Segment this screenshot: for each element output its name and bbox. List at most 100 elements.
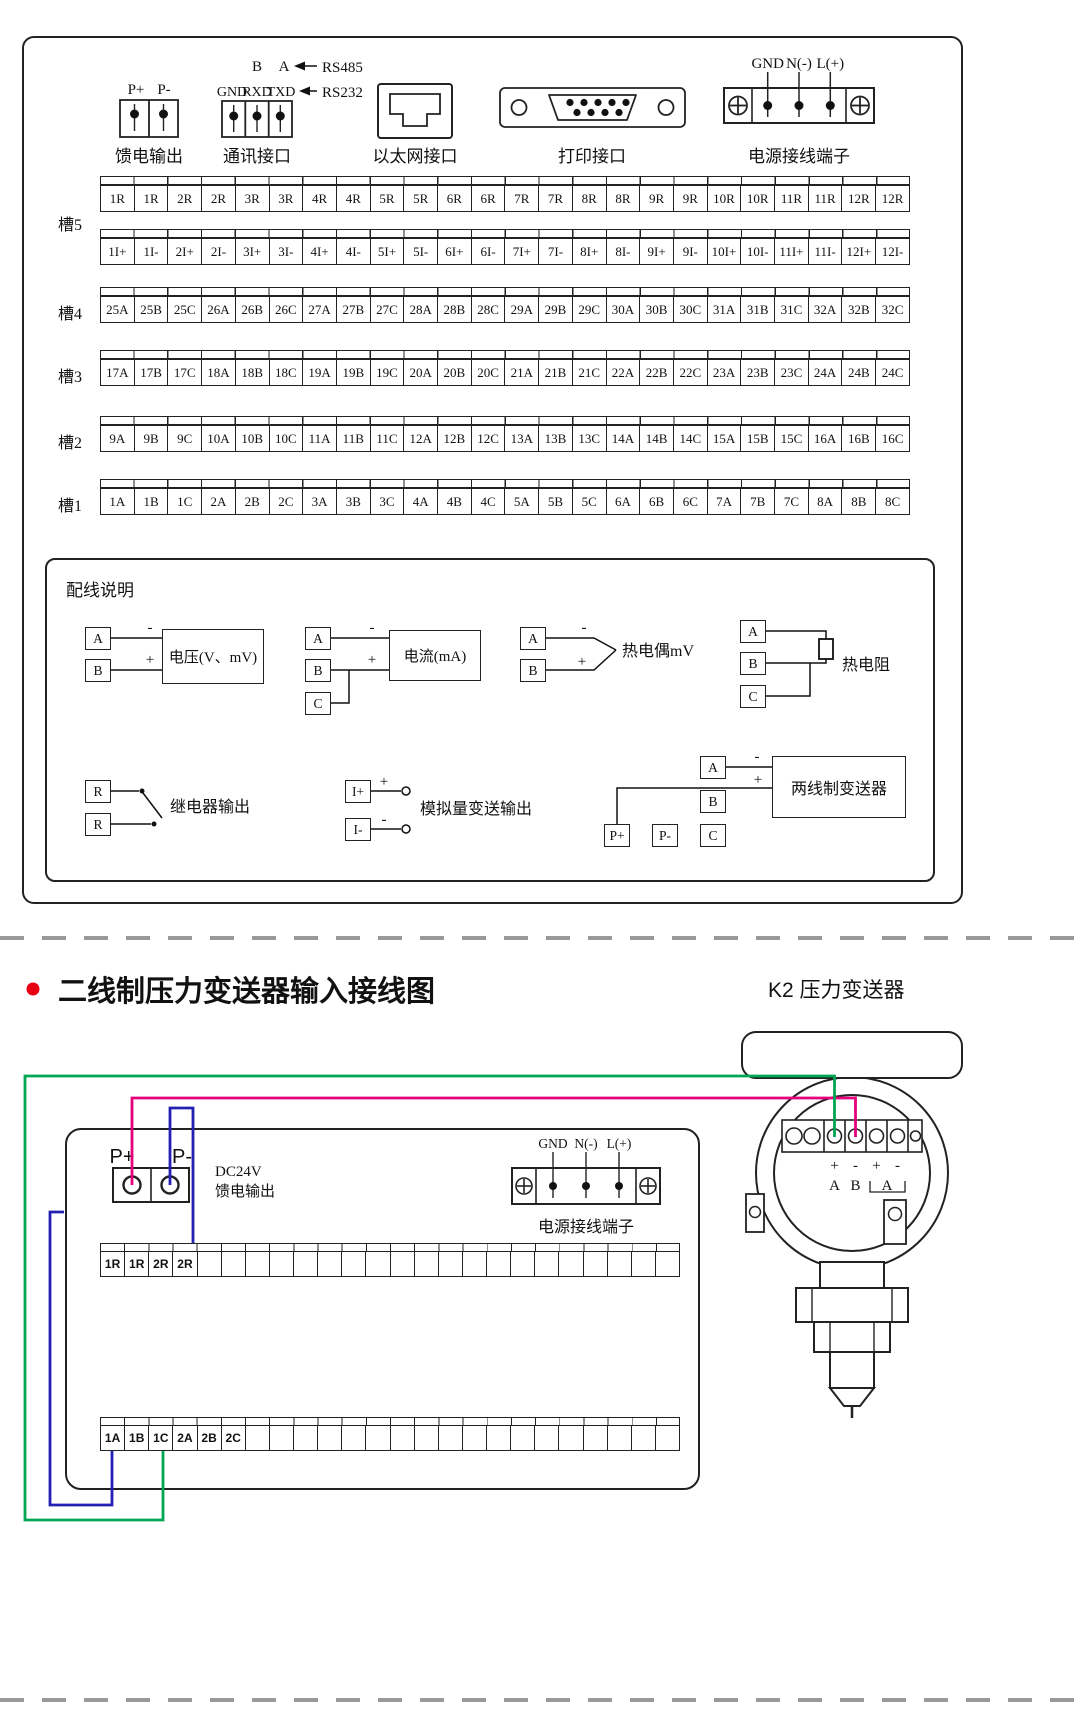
power-pin-gnd: GND	[751, 56, 784, 72]
terminal-cell: 4C	[472, 489, 506, 514]
terminal-cell: 11R	[809, 186, 843, 211]
terminal-cell: 11C	[371, 426, 405, 451]
transmitter-polarity-2: -	[853, 1158, 858, 1174]
terminal-cell: 4R	[303, 186, 337, 211]
power-pin-l: L(+)	[816, 56, 844, 72]
comm-pin-rxd: RXD	[242, 85, 272, 100]
rs485-arrow-head	[294, 61, 305, 71]
twowire-terminal-c: C	[700, 824, 726, 847]
terminal-cell: 26C	[270, 297, 304, 322]
terminal-cell: 5C	[573, 489, 607, 514]
bullet-icon	[26, 982, 40, 996]
terminal-cell	[198, 1252, 222, 1276]
terminal-cell	[318, 1252, 343, 1276]
terminal-cell: 7R	[505, 186, 540, 211]
terminal-cell	[342, 1426, 367, 1450]
rtd-terminal-b: B	[740, 652, 766, 675]
terminal-cell	[608, 1252, 632, 1276]
section-divider	[0, 1698, 1080, 1702]
terminal-cell: 26B	[236, 297, 270, 322]
terminal-cell: 6B	[640, 489, 674, 514]
terminal-cell	[222, 1252, 246, 1276]
terminal-cell: 21C	[573, 360, 607, 385]
terminal-cell: 24C	[881, 364, 904, 380]
relay-contact-dot	[139, 788, 145, 794]
terminal-cell	[415, 1252, 439, 1276]
recorder-device-box	[65, 1128, 700, 1490]
terminal-cell: 2C	[270, 489, 304, 514]
terminal-cell: 12C	[472, 426, 506, 451]
power-terminal-label: 电源接线端子	[748, 147, 850, 166]
terminal-cell: 1R	[125, 1252, 150, 1276]
terminal-rail	[100, 176, 910, 185]
terminal-cell: 31B	[741, 297, 776, 322]
rear-panel-box	[22, 36, 963, 904]
terminal-cell: 23C	[775, 360, 809, 385]
terminal-cell: 9A	[101, 426, 135, 451]
terminal-cell: 8A	[809, 489, 843, 514]
terminal-cell: 16B	[842, 426, 877, 451]
comm-pin-gnd: GND	[217, 85, 247, 100]
terminal-cell	[463, 1426, 487, 1450]
analog-output-terminal	[401, 824, 411, 834]
rj45-jack-icon	[389, 93, 441, 127]
terminal-cell: 12A	[404, 426, 439, 451]
terminal-cell: 15B	[741, 426, 776, 451]
terminal-cell: 19C	[371, 360, 405, 385]
terminal-cell	[511, 1252, 536, 1276]
terminal-cell: 20B	[438, 360, 472, 385]
wire-blue-pminus	[168, 1106, 195, 1243]
terminal-cell: 15A	[708, 426, 742, 451]
terminal-cell: 9R	[674, 186, 708, 211]
terminal-cell: 21A	[505, 360, 540, 385]
terminal-cell: 11I-	[809, 239, 843, 264]
slot-label-3: 槽3	[58, 369, 83, 386]
terminal-cell: 25A	[101, 297, 135, 322]
transmitter-process-connection	[795, 1261, 909, 1418]
thermocouple-label: 热电偶mV	[622, 642, 694, 660]
terminal-cell	[584, 1426, 608, 1450]
feed-pin-pminus: P-	[157, 82, 170, 98]
ethernet-port-outline	[377, 83, 453, 139]
terminal-cell	[559, 1426, 584, 1450]
terminal-cell: 3I-	[270, 239, 304, 264]
terminal-cell: 1C	[149, 1426, 174, 1450]
comm-pin-txd: TXD	[267, 85, 296, 100]
wire-pink-pplus-to-transmitter	[130, 1096, 857, 1185]
terminal-cell: 4R	[337, 186, 371, 211]
rs485-label: RS485	[322, 60, 363, 76]
terminal-cell	[439, 1252, 463, 1276]
transmitter-pin-a2: A	[882, 1178, 893, 1194]
terminal-cell: 19B	[337, 360, 371, 385]
twowire-terminal-pplus: P+	[604, 824, 630, 847]
bottom-section-title: 二线制压力变送器输入接线图	[58, 976, 436, 1008]
terminal-cell: 12I-	[881, 243, 904, 259]
analog-terminal-iplus: I+	[345, 780, 371, 803]
relay-switch-blade	[142, 792, 163, 819]
terminal-cell: 8B	[842, 489, 877, 514]
analog-terminal-iminus: I-	[345, 818, 371, 841]
terminal-cell: 8R	[573, 186, 607, 211]
terminal-cell: 32B	[842, 297, 877, 322]
terminal-cell: 19A	[303, 360, 337, 385]
device-power-pin-l: L(+)	[607, 1136, 632, 1151]
terminal-cell	[294, 1252, 319, 1276]
terminal-cell: 3R	[236, 186, 270, 211]
terminal-cell: 1I+	[101, 239, 135, 264]
transmitter-left-lug	[745, 1193, 765, 1233]
slot-label-5: 槽5	[58, 217, 83, 234]
terminal-cell: 11B	[337, 426, 371, 451]
tc-plus: +	[578, 654, 586, 670]
terminal-cell	[246, 1426, 270, 1450]
terminal-cell: 3A	[303, 489, 337, 514]
terminal-cell: 27A	[303, 297, 337, 322]
tc-minus: -	[582, 620, 587, 636]
terminal-cell: 10B	[236, 426, 270, 451]
terminal-cell: 3R	[270, 186, 304, 211]
terminal-cell: 32C	[881, 301, 904, 317]
terminal-cell	[391, 1252, 415, 1276]
terminal-cell: 5A	[505, 489, 540, 514]
feed-output-text: 馈电输出	[215, 1183, 275, 1200]
